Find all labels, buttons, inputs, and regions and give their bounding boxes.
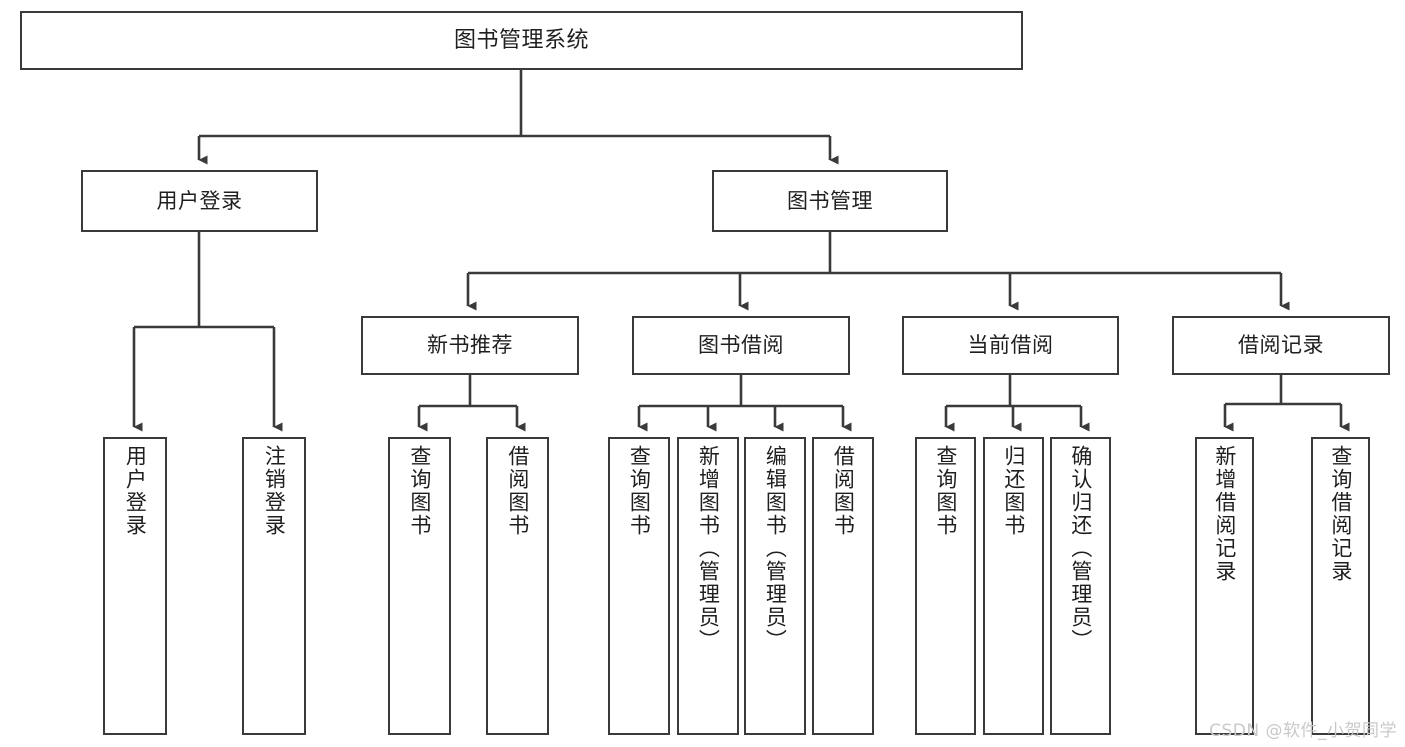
node-leaf-user-login[interactable]: 用户登录 [103,437,167,735]
node-label: 图书管理系统 [453,27,589,53]
node-user-login[interactable]: 用户登录 [81,170,318,232]
node-borrow-record[interactable]: 借阅记录 [1172,316,1390,375]
node-label: 借阅图书 [505,445,530,537]
node-leaf-return-book[interactable]: 归还图书 [983,437,1044,735]
node-label: 用户登录 [156,188,243,213]
node-label: 编辑图书（管理员） [763,445,788,652]
node-label: 图书借阅 [698,333,784,358]
node-leaf-borrow-book[interactable]: 借阅图书 [812,437,874,735]
csdn-watermark: CSDN @软件_小贺同学 [1209,721,1397,741]
node-label: 借阅图书 [831,445,856,537]
node-label: 新书推荐 [427,333,513,358]
node-label: 归还图书 [1001,445,1026,537]
node-leaf-confirm-return-admin[interactable]: 确认归还（管理员） [1050,437,1111,735]
node-new-book-recommend[interactable]: 新书推荐 [361,316,579,375]
node-label: 注销登录 [262,445,287,537]
node-label: 当前借阅 [967,333,1054,358]
node-label: 新增图书（管理员） [696,445,721,652]
node-label: 确认归还（管理员） [1068,445,1093,652]
node-label: 借阅记录 [1238,333,1324,358]
node-leaf-logout[interactable]: 注销登录 [242,437,306,735]
node-current-borrow[interactable]: 当前借阅 [902,316,1119,375]
node-root-system[interactable]: 图书管理系统 [20,11,1023,70]
node-label: 查询借阅记录 [1328,445,1353,583]
node-label: 用户登录 [123,445,148,537]
node-leaf-edit-book-admin[interactable]: 编辑图书（管理员） [744,437,806,735]
node-book-borrow[interactable]: 图书借阅 [632,316,850,375]
node-book-manage[interactable]: 图书管理 [712,170,948,232]
node-label: 查询图书 [407,445,432,537]
node-label: 图书管理 [787,188,873,213]
node-leaf-add-book-admin[interactable]: 新增图书（管理员） [677,437,739,735]
node-leaf-query-borrow-record[interactable]: 查询借阅记录 [1311,437,1370,735]
node-label: 查询图书 [933,445,958,537]
node-leaf-borrow-book-recommend[interactable]: 借阅图书 [486,437,549,735]
node-leaf-query-book-borrow[interactable]: 查询图书 [608,437,670,735]
node-label: 新增借阅记录 [1212,445,1237,583]
node-leaf-add-borrow-record[interactable]: 新增借阅记录 [1195,437,1254,735]
node-leaf-query-book-recommend[interactable]: 查询图书 [388,437,451,735]
node-label: 查询图书 [627,445,652,537]
node-leaf-query-book-current[interactable]: 查询图书 [915,437,976,735]
